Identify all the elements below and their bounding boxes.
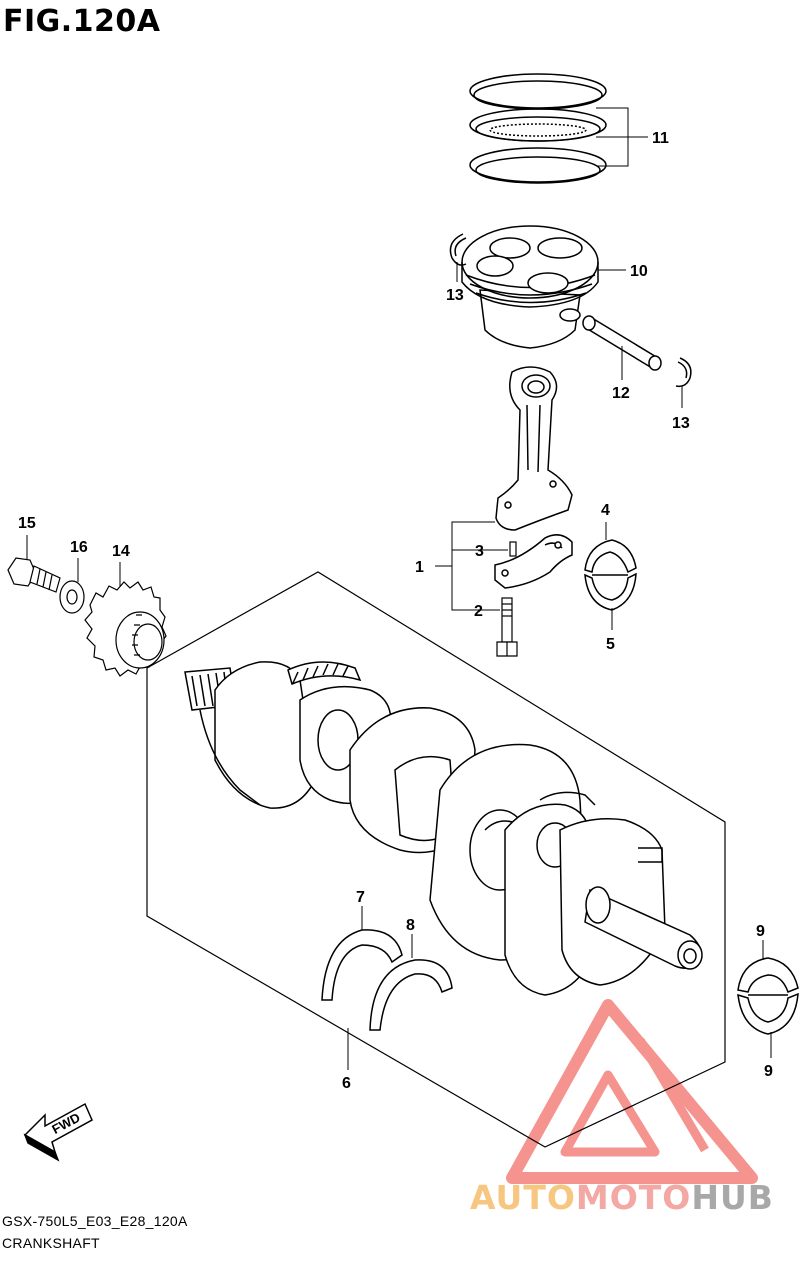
callout-9-bottom: 9	[764, 1063, 773, 1080]
callout-13-right: 13	[672, 415, 690, 432]
callout-15: 15	[18, 515, 36, 532]
rod-dowel	[509, 541, 517, 557]
rod-bearing-shells	[584, 539, 637, 611]
rod-bolt	[496, 597, 518, 657]
crankshaft	[184, 661, 703, 996]
main-bearing-shells	[737, 957, 799, 1035]
connecting-rod	[495, 366, 573, 531]
figure-title: FIG.120A	[3, 4, 161, 39]
callout-10: 10	[630, 263, 648, 280]
watermark-part-2: MOTO	[575, 1178, 692, 1217]
crankshaft-assembly-outline	[146, 571, 726, 1148]
circlip-right	[675, 357, 692, 388]
callout-14: 14	[112, 543, 130, 560]
piston-rings	[469, 73, 607, 184]
callout-6: 6	[342, 1075, 351, 1092]
callout-4: 4	[601, 502, 610, 519]
thrust-bearing-8	[369, 959, 453, 1031]
connecting-rod-cap	[494, 534, 573, 589]
callout-1: 1	[415, 559, 424, 576]
watermark-part-3: HUB	[691, 1178, 774, 1217]
callout-5: 5	[606, 636, 615, 653]
callout-7: 7	[356, 889, 365, 906]
crank-sprocket	[84, 581, 167, 677]
figure-name: CRANKSHAFT	[2, 1235, 100, 1251]
circlip-left	[449, 233, 467, 266]
callout-13-left: 13	[446, 287, 464, 304]
callout-12: 12	[612, 385, 630, 402]
watermark-text: AUTOMOTOHUB	[470, 1178, 774, 1217]
callout-3: 3	[475, 543, 484, 560]
fwd-arrow-icon	[23, 1102, 93, 1162]
piston	[461, 225, 599, 349]
thrust-bearing-7	[321, 929, 403, 1001]
callout-9-top: 9	[756, 923, 765, 940]
washer	[59, 580, 85, 614]
sprocket-bolt	[7, 557, 61, 593]
piston-pin	[582, 315, 662, 371]
callout-8: 8	[406, 917, 415, 934]
callout-11: 11	[652, 130, 669, 147]
leader-1-2-3	[435, 521, 508, 611]
watermark-triangle	[506, 999, 758, 1184]
watermark-part-1: AUTO	[470, 1178, 576, 1217]
figure-code: GSX-750L5_E03_E28_120A	[2, 1213, 188, 1229]
callout-16: 16	[70, 539, 88, 556]
callout-2: 2	[474, 603, 483, 620]
leader-11	[596, 107, 648, 167]
